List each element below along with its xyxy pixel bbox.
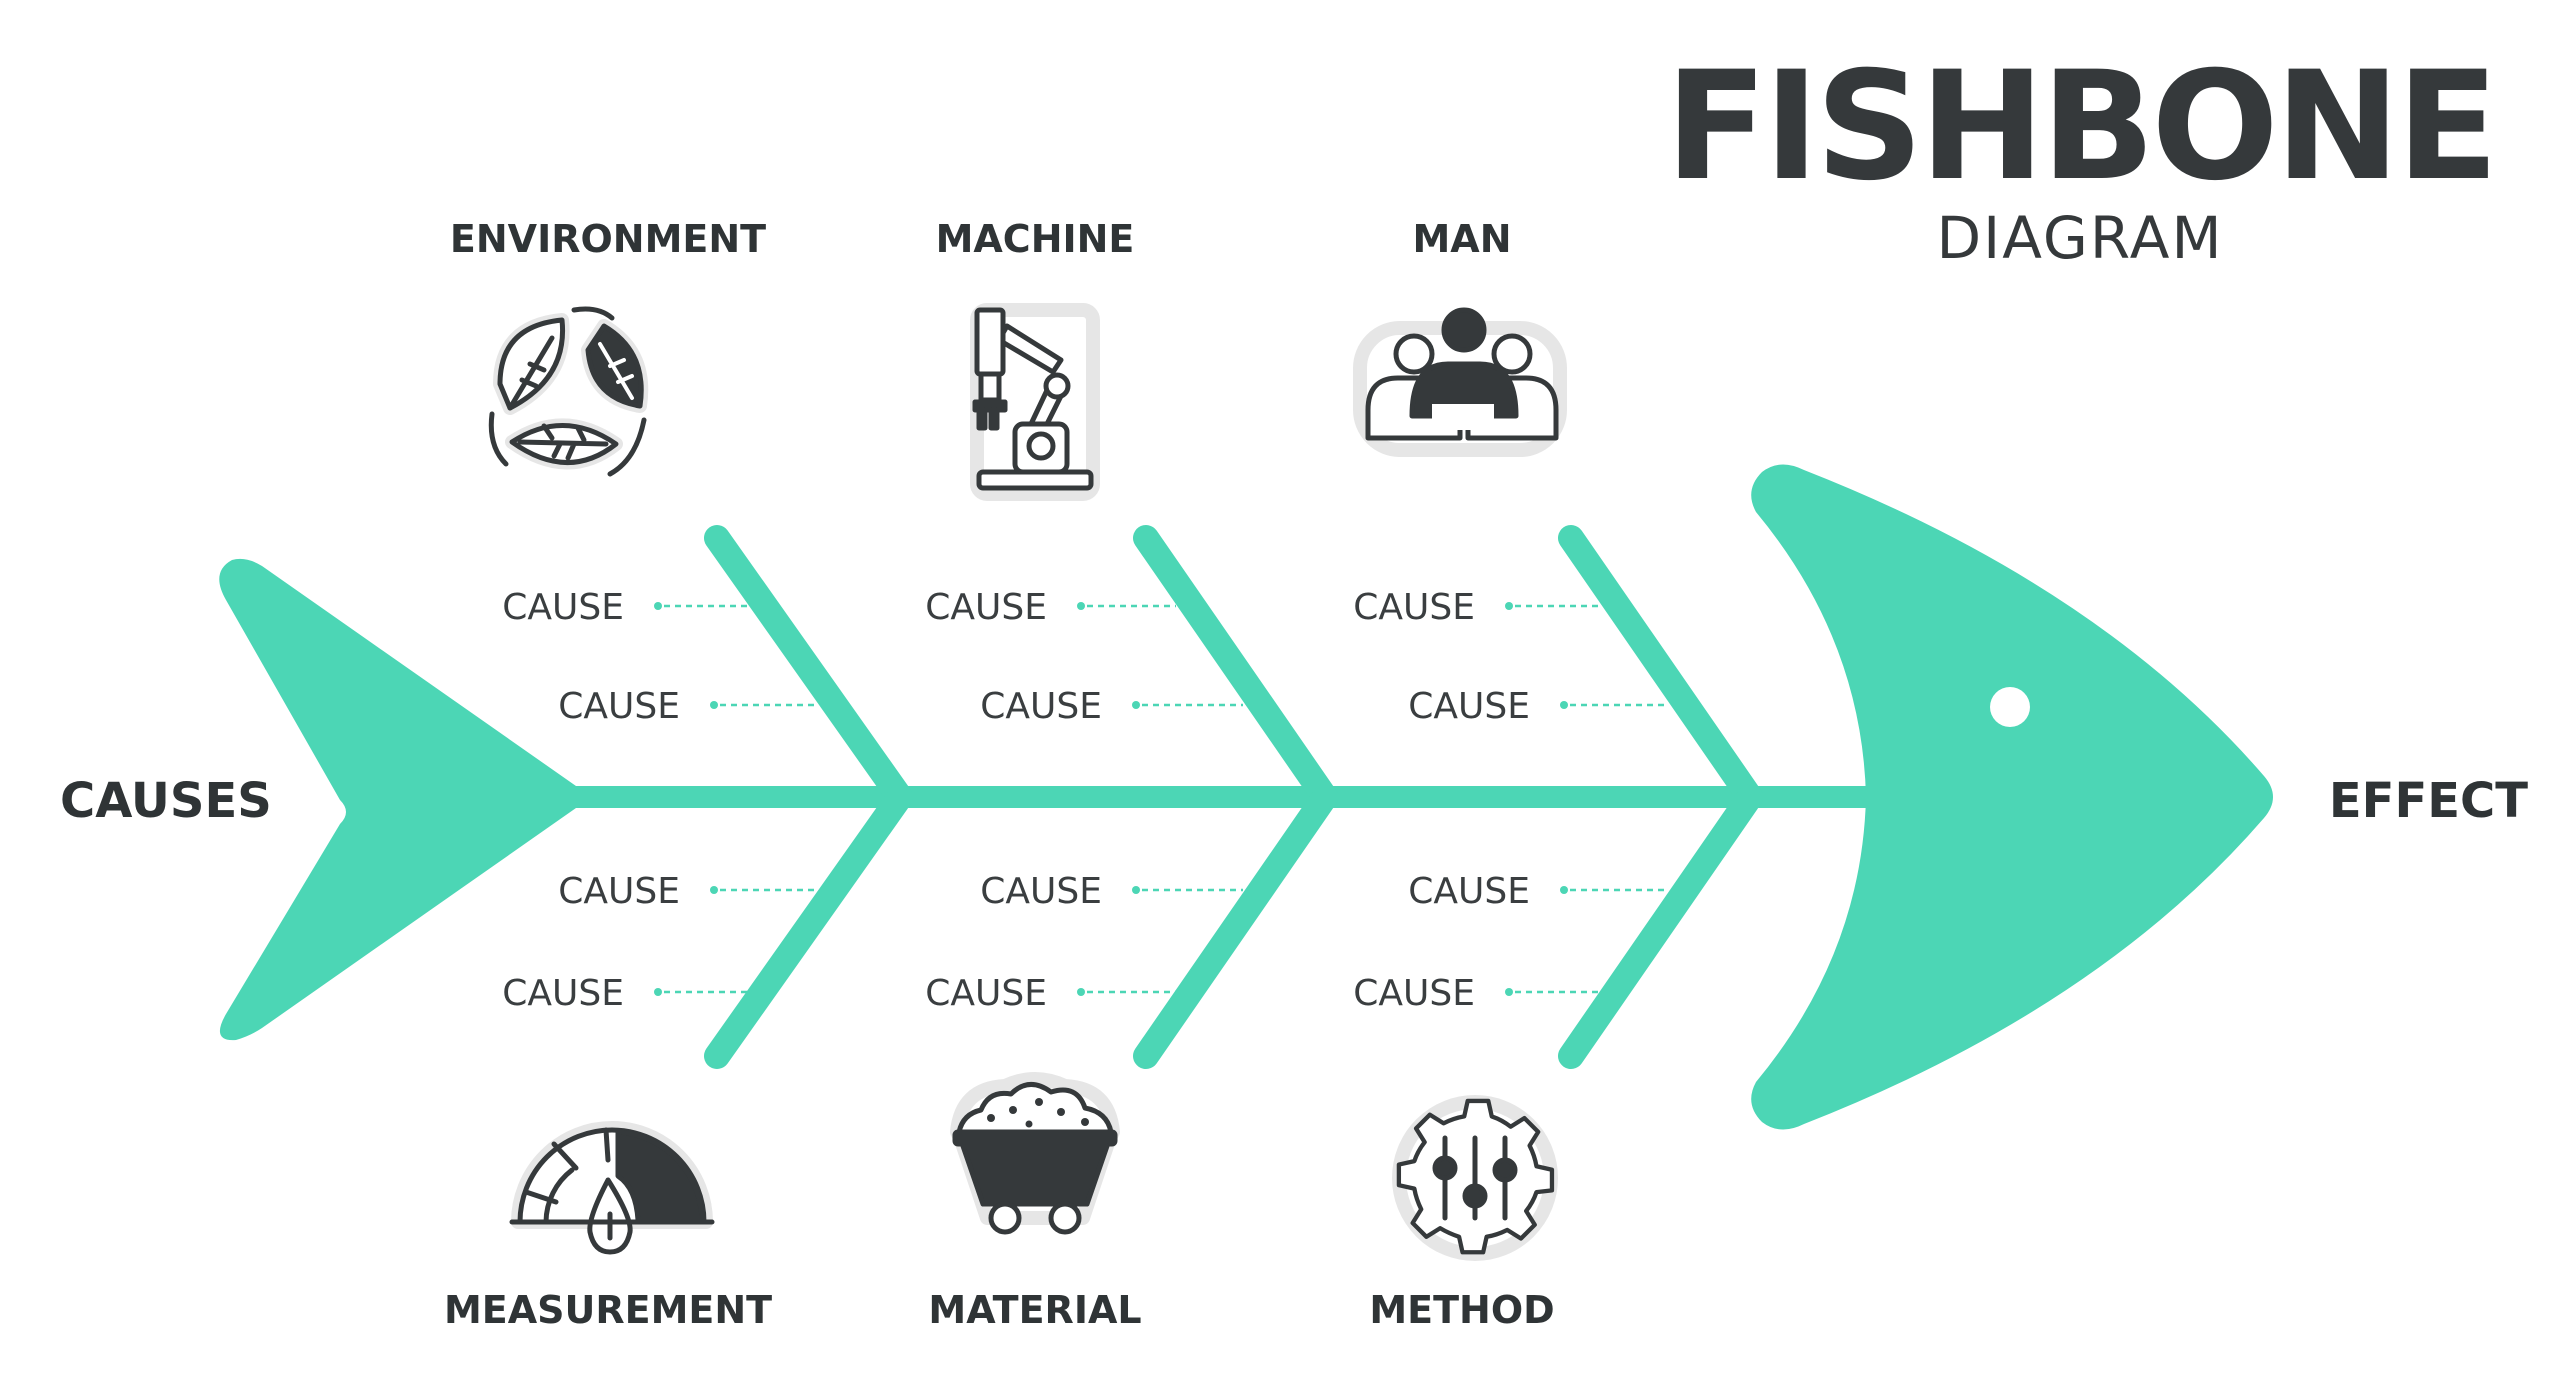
cause-group-bottom-3: CAUSE CAUSE: [1353, 871, 1668, 1014]
title-sub: DIAGRAM: [1936, 204, 2223, 272]
bone-bottom-3: [1558, 784, 1763, 1069]
fish-head: [1751, 464, 2273, 1130]
cause-group-top-1: CAUSE CAUSE: [502, 587, 818, 727]
category-method: METHOD: [1369, 1288, 1554, 1332]
robotic-arm-icon: [970, 303, 1100, 501]
gear-sliders-icon: [1392, 1095, 1558, 1261]
gauge-meter-icon: [509, 1121, 715, 1255]
bone-bottom-2: [1133, 784, 1338, 1069]
mine-cart-icon: [950, 1072, 1120, 1235]
category-man: MAN: [1412, 217, 1511, 261]
cause-label: CAUSE: [1353, 973, 1475, 1014]
category-environment: ENVIRONMENT: [450, 217, 766, 261]
cause-label: CAUSE: [1408, 686, 1530, 727]
cause-label: CAUSE: [980, 871, 1102, 912]
cause-label: CAUSE: [502, 587, 624, 628]
bone-top-2: [1133, 525, 1338, 810]
bones: [704, 525, 1763, 1069]
bone-top-3: [1558, 525, 1763, 810]
cause-group-bottom-2: CAUSE CAUSE: [925, 871, 1243, 1014]
cause-label: CAUSE: [925, 973, 1047, 1014]
cause-label: CAUSE: [980, 686, 1102, 727]
cause-label: CAUSE: [502, 973, 624, 1014]
bone-bottom-1: [704, 784, 913, 1069]
title-main: FISHBONE: [1665, 40, 2495, 214]
cause-label: CAUSE: [1408, 871, 1530, 912]
cause-group-bottom-1: CAUSE CAUSE: [502, 871, 818, 1014]
cause-group-top-3: CAUSE CAUSE: [1353, 587, 1668, 727]
people-group-icon: [1353, 307, 1567, 457]
cause-label: CAUSE: [1353, 587, 1475, 628]
causes-label: CAUSES: [60, 773, 272, 829]
cause-label: CAUSE: [558, 871, 680, 912]
category-material: MATERIAL: [928, 1288, 1141, 1332]
effect-label: EFFECT: [2329, 773, 2528, 829]
category-measurement: MEASUREMENT: [444, 1288, 772, 1332]
cause-label: CAUSE: [558, 686, 680, 727]
fish-tail: [219, 558, 583, 1041]
category-machine: MACHINE: [936, 217, 1135, 261]
cause-label: CAUSE: [925, 587, 1047, 628]
bone-top-1: [704, 525, 913, 810]
fish-eye: [1990, 687, 2030, 727]
leaves-recycle-icon: [488, 306, 649, 477]
cause-group-top-2: CAUSE CAUSE: [925, 587, 1243, 727]
